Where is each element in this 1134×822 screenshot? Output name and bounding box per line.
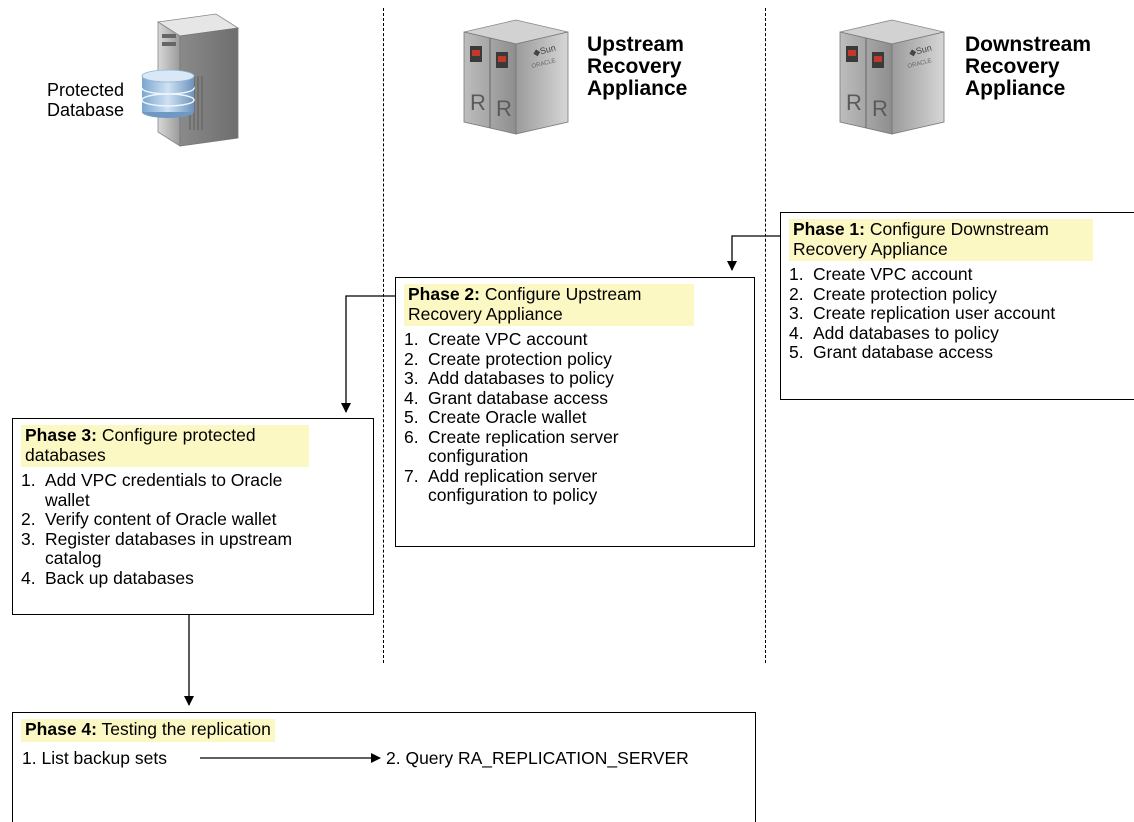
arrow-phase2-to-phase3 bbox=[341, 295, 395, 413]
list-item: 5.Create Oracle wallet bbox=[404, 407, 587, 427]
upstream-appliance-label: Upstream Recovery Appliance bbox=[587, 33, 688, 100]
list-item: 3.Add databases to policy bbox=[404, 368, 614, 388]
svg-text:R: R bbox=[496, 96, 512, 121]
divider-left bbox=[383, 8, 384, 663]
list-item: 1.Create VPC account bbox=[404, 329, 588, 349]
list-item: 4.Grant database access bbox=[404, 387, 608, 408]
arrow-phase1-to-phase2 bbox=[727, 235, 780, 271]
list-item: 4.Back up databases bbox=[21, 567, 194, 588]
phase2-title: Phase 2: Configure Upstream Recovery App… bbox=[404, 284, 694, 326]
protected-database-icon bbox=[128, 6, 248, 156]
list-item: 4.Add databases to policy bbox=[789, 322, 999, 343]
protected-database-label: Protected Database bbox=[47, 80, 125, 120]
phase3-title: Phase 3: Configure protected databases bbox=[21, 425, 309, 467]
svg-text:ORACLE: ORACLE bbox=[907, 58, 932, 70]
phase4-box: Phase 4: Testing the replication bbox=[12, 712, 756, 822]
upstream-appliance-icon: R R ◆Sun ORACLE bbox=[456, 10, 576, 140]
phase1-box: Phase 1: Configure Downstream Recovery A… bbox=[780, 212, 1134, 400]
downstream-appliance-label: Downstream Recovery Appliance bbox=[965, 33, 1092, 100]
list-item: 5.Grant database access bbox=[789, 342, 993, 362]
list-item: 7.Add replication server configuration t… bbox=[404, 465, 598, 505]
phase4-step-query-replication-server: 2. Query RA_REPLICATION_SERVER bbox=[386, 748, 689, 768]
list-item: 2.Create protection policy bbox=[789, 283, 997, 304]
list-item: 1.Create VPC account bbox=[789, 264, 973, 284]
list-item: 3.Create replication user account bbox=[789, 303, 1056, 323]
svg-text:R: R bbox=[872, 96, 888, 121]
svg-text:R: R bbox=[846, 90, 862, 115]
list-item: 3.Register databases in upstream catalog bbox=[21, 528, 293, 568]
list-item: 2.Create protection policy bbox=[404, 348, 612, 369]
phase2-steps: 1.Create VPC account 2.Create protection… bbox=[404, 329, 746, 506]
phase2-box: Phase 2: Configure Upstream Recovery App… bbox=[395, 277, 755, 547]
list-item: 1.Add VPC credentials to Oracle wallet bbox=[21, 470, 283, 510]
svg-text:R: R bbox=[470, 90, 486, 115]
divider-right bbox=[765, 8, 766, 663]
phase1-title: Phase 1: Configure Downstream Recovery A… bbox=[789, 219, 1093, 261]
phase3-steps: 1.Add VPC credentials to Oracle wallet 2… bbox=[21, 470, 365, 588]
svg-text:ORACLE: ORACLE bbox=[531, 58, 556, 70]
phase3-box: Phase 3: Configure protected databases 1… bbox=[12, 418, 374, 615]
phase1-steps: 1.Create VPC account 2.Create protection… bbox=[789, 264, 1132, 363]
downstream-appliance-icon: R R ◆Sun ORACLE bbox=[832, 10, 952, 140]
list-item: 2.Verify content of Oracle wallet bbox=[21, 509, 277, 529]
phase4-step-list-backup-sets: 1. List backup sets bbox=[22, 748, 167, 768]
list-item: 6.Create replication server configuratio… bbox=[404, 426, 619, 466]
phase4-title: Phase 4: Testing the replication bbox=[21, 719, 275, 742]
